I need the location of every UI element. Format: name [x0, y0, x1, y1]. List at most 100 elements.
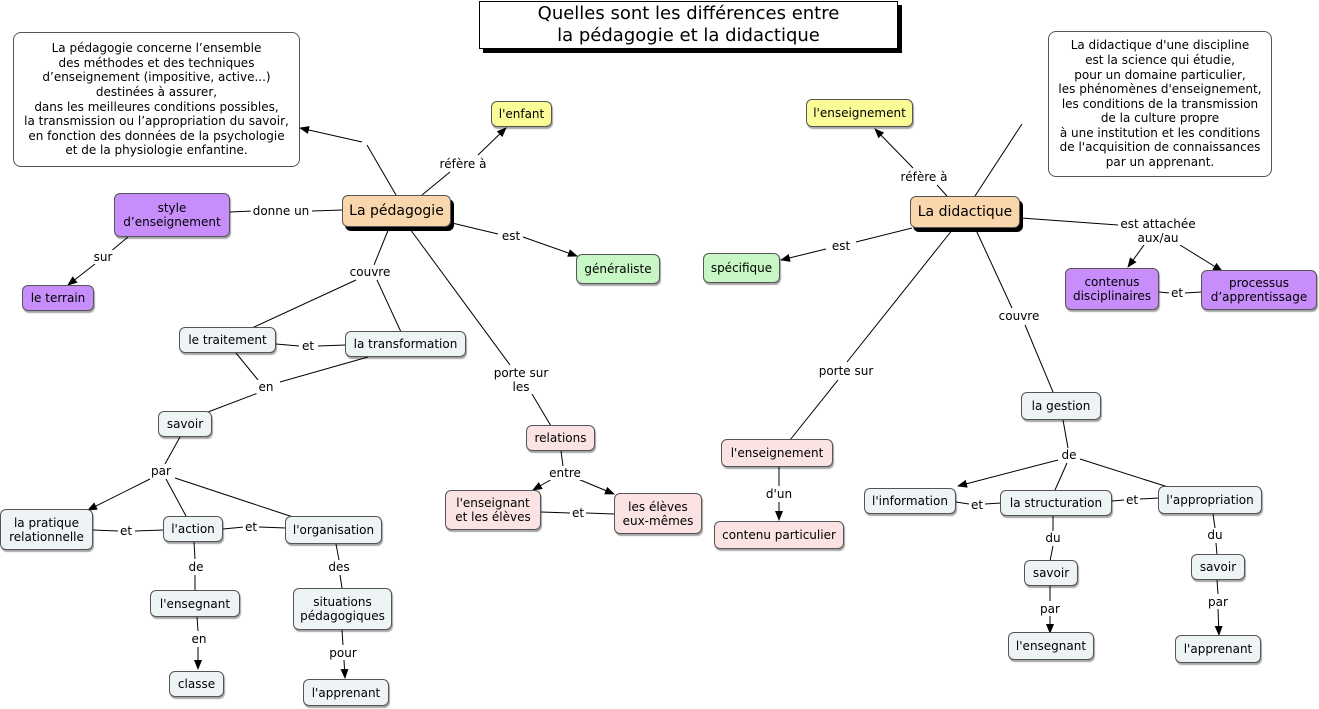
link-est-generaliste [522, 236, 578, 257]
link-style-sur [109, 236, 129, 253]
link-de-information [957, 459, 1059, 488]
link-situations-pour [341, 629, 344, 646]
link-didactique-couvre [975, 229, 1013, 309]
link-entre-ensEleves [532, 478, 553, 491]
link-organisation-des [335, 543, 340, 561]
link-label-et-organisation: et [242, 520, 260, 534]
link-label-et-eleves: et [569, 506, 587, 520]
ensegnant-right-node[interactable]: l'ensegnant [1008, 632, 1094, 660]
link-attachee-contenus [1127, 244, 1145, 268]
link-en-savoir [207, 392, 259, 413]
enseignement-mid-node[interactable]: l'enseignement [721, 439, 833, 467]
link-action-de [193, 541, 196, 560]
link-et-organisation [258, 526, 287, 529]
link-refere-enfant [477, 127, 507, 156]
savoir-left-node[interactable]: savoir [158, 411, 212, 437]
link-label-de-right: de [1059, 448, 1079, 462]
link-didactique-refere [936, 184, 948, 197]
relations-node[interactable]: relations [526, 425, 595, 451]
link-porte-relations [531, 393, 552, 427]
link-appropriation-du [1212, 513, 1216, 529]
organisation-node[interactable]: l'organisation [285, 516, 382, 544]
link-label-est-left: est [499, 229, 523, 243]
link-label-refere-right: réfère à [898, 170, 950, 184]
link-label-porte-sur: porte sur [816, 364, 876, 378]
link-pedagogie-refere [421, 171, 451, 196]
link-et-structuration [984, 502, 1002, 505]
link-label-en-savoir: en [256, 380, 276, 394]
pedagogie-node[interactable]: La pédagogie [342, 195, 451, 227]
action-node[interactable]: l'action [163, 516, 223, 542]
contenu-particulier-node[interactable]: contenu particulier [714, 521, 844, 549]
ensegnant-left-node[interactable]: l'ensegnant [150, 590, 240, 617]
link-sur-terrain [67, 263, 96, 286]
savoir-right-node[interactable]: savoir [1191, 554, 1245, 580]
link-label-entre: entre [547, 466, 583, 480]
generaliste-node[interactable]: généraliste [576, 254, 660, 284]
contenus-disciplinaires-node[interactable]: contenus disciplinaires [1065, 268, 1159, 310]
classe-node[interactable]: classe [169, 671, 224, 697]
structuration-node[interactable]: la structuration [1000, 490, 1112, 516]
link-label-en-classe: en [189, 632, 209, 646]
link-traitement-en [235, 352, 259, 381]
link-par-apprenant [1214, 608, 1223, 636]
link-et-transformation [317, 344, 347, 347]
link-traitement-et [275, 343, 300, 347]
link-pedagogie-donne [311, 209, 343, 212]
pedagogie-definition-note[interactable]: La pédagogie concerne l’ensemble des mét… [13, 32, 300, 167]
link-relations-entre [560, 450, 564, 467]
link-par-organisation [174, 477, 297, 519]
terrain-node[interactable]: le terrain [22, 285, 94, 311]
page-title: Quelles sont les différences entre la pé… [479, 1, 898, 49]
link-label-donne-un: donne un [250, 204, 312, 218]
link-des-situations [339, 574, 343, 589]
link-didactique-attachee [1020, 217, 1119, 226]
link-label-porte-sur-les: porte sur les [491, 366, 551, 394]
link-label-du-right: du [1205, 528, 1225, 542]
link-label-par-right: par [1206, 595, 1230, 609]
link-label-couvre-left: couvre [347, 265, 393, 279]
enfant-node[interactable]: l'enfant [491, 101, 552, 127]
link-label-et-information: et [968, 498, 986, 512]
situations-pedagogiques-node[interactable]: situations pédagogiques [293, 588, 392, 630]
link-savoir-par [164, 436, 181, 465]
link-par-action [165, 478, 187, 517]
information-node[interactable]: l'information [864, 488, 956, 514]
link-label-refere-left: réfère à [437, 157, 489, 171]
eleves-eux-memes-node[interactable]: les élèves eux-mêmes [614, 493, 702, 534]
apprenant-left-node[interactable]: l'apprenant [303, 679, 389, 706]
link-label-couvre-right: couvre [996, 309, 1042, 323]
link-pedagogie-porte [409, 228, 511, 366]
link-pedagogie-definition [366, 144, 397, 196]
link-couvre-gestion [1024, 324, 1054, 393]
enseignement-top-node[interactable]: l'enseignement [806, 99, 913, 127]
link-et-appropriation [1139, 497, 1160, 500]
enseignant-et-eleves-node[interactable]: l'enseignant et les élèves [445, 490, 541, 530]
didactique-definition-note[interactable]: La didactique d'une discipline est la sc… [1048, 31, 1272, 177]
link-contenus-et [1158, 291, 1171, 294]
appropriation-node[interactable]: l'appropriation [1158, 486, 1262, 514]
pratique-relationnelle-node[interactable]: la pratique relationnelle [0, 509, 93, 550]
didactique-node[interactable]: La didactique [910, 196, 1020, 228]
savoir-mid-node[interactable]: savoir [1024, 560, 1078, 586]
link-du-savoir-right [1215, 542, 1218, 556]
link-entre-eleves [577, 478, 615, 495]
link-par-pratique [87, 478, 151, 511]
link-donne-style [229, 210, 254, 213]
transformation-node[interactable]: la transformation [345, 331, 466, 357]
link-label-dun: d'un [763, 487, 795, 501]
link-didactique-definition [974, 126, 1021, 197]
style-enseignement-node[interactable]: style d’enseignement [114, 193, 230, 237]
link-de-structuration [1054, 462, 1068, 491]
link-didactique-est [855, 227, 913, 243]
link-didactique-definition-arrow [1019, 123, 1023, 128]
gestion-node[interactable]: la gestion [1021, 392, 1101, 420]
traitement-node[interactable]: le traitement [179, 327, 276, 353]
link-attachee-processus [1179, 244, 1223, 272]
link-savoir-par-right [1216, 579, 1219, 595]
specifique-node[interactable]: spécifique [703, 253, 780, 283]
link-est-specifique [780, 248, 827, 262]
apprenant-right-node[interactable]: l'apprenant [1175, 635, 1261, 663]
processus-apprentissage-node[interactable]: processus d’apprentissage [1201, 270, 1317, 310]
